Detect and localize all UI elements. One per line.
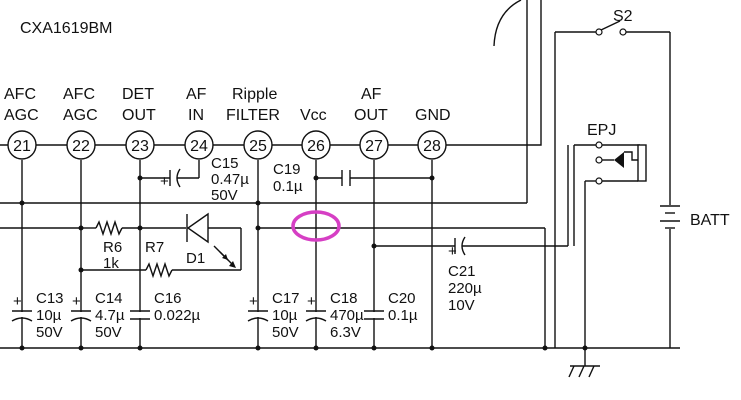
c21-voltage: 10V bbox=[448, 297, 475, 314]
pin-27-label-2: OUT bbox=[354, 107, 388, 124]
c15-value: 0.47µ bbox=[211, 171, 249, 188]
svg-text:+: + bbox=[249, 293, 258, 310]
pin-23-label-1: DET bbox=[122, 86, 154, 103]
c14-voltage: 50V bbox=[95, 324, 122, 341]
pin-24-label-2: IN bbox=[188, 107, 204, 124]
pin-28-number: 28 bbox=[423, 138, 441, 155]
svg-text:+: + bbox=[448, 243, 457, 260]
c16-name: C16 bbox=[154, 290, 182, 307]
pin-26-label-2: Vcc bbox=[300, 107, 327, 124]
ic-outline-arc bbox=[0, 0, 542, 146]
svg-text:+: + bbox=[72, 293, 81, 310]
pin-28-label-2: GND bbox=[415, 107, 451, 124]
epj-label: EPJ bbox=[587, 122, 616, 139]
ground-bus bbox=[0, 345, 680, 378]
pin-labels: AFC AGC AFC AGC DET OUT AF IN Ripple FIL… bbox=[4, 86, 451, 124]
highlight-ellipse bbox=[291, 210, 341, 242]
pin-numbers: 21 22 23 24 25 26 27 28 bbox=[13, 138, 441, 155]
c13-value: 10µ bbox=[36, 307, 62, 324]
rail-upper bbox=[0, 0, 528, 206]
c13-voltage: 50V bbox=[36, 324, 63, 341]
capacitor-c19 bbox=[313, 170, 435, 186]
capacitor-c21: + bbox=[371, 145, 569, 260]
led-arrows bbox=[213, 245, 236, 268]
c20-value: 0.1µ bbox=[388, 307, 418, 324]
d1-name: D1 bbox=[186, 250, 205, 267]
antenna-arc bbox=[493, 0, 522, 47]
diode-d1-symbol bbox=[186, 212, 209, 244]
pin-22-number: 22 bbox=[72, 138, 90, 155]
pin-21-label-1: AFC bbox=[4, 86, 36, 103]
pin-leads bbox=[21, 160, 433, 348]
c17-voltage: 50V bbox=[272, 324, 299, 341]
c15-voltage: 50V bbox=[211, 187, 238, 204]
r6-value: 1k bbox=[103, 255, 119, 272]
svg-text:+: + bbox=[307, 293, 316, 310]
pin-circles bbox=[7, 130, 447, 160]
svg-text:+: + bbox=[13, 293, 22, 310]
pin-24-label-1: AF bbox=[186, 86, 207, 103]
batt-label: BATT bbox=[690, 212, 730, 229]
c17-name: C17 bbox=[272, 290, 300, 307]
pin-27-label-1: AF bbox=[361, 86, 382, 103]
s2-label: S2 bbox=[613, 8, 633, 25]
pin-21-label-2: AGC bbox=[4, 107, 39, 124]
c19-name: C19 bbox=[273, 161, 301, 178]
pin-27-number: 27 bbox=[365, 138, 383, 155]
switch-s2 bbox=[554, 20, 671, 348]
r7-name: R7 bbox=[145, 239, 164, 256]
pin-25-label-2: FILTER bbox=[226, 107, 280, 124]
svg-text:+: + bbox=[160, 173, 169, 190]
c18-name: C18 bbox=[330, 290, 358, 307]
c18-voltage: 6.3V bbox=[330, 324, 361, 341]
bottom-capacitors: + + + + bbox=[11, 293, 384, 322]
c14-value: 4.7µ bbox=[95, 307, 125, 324]
r6-name: R6 bbox=[103, 239, 122, 256]
c17-value: 10µ bbox=[272, 307, 298, 324]
pin-25-number: 25 bbox=[249, 138, 267, 155]
jack-epj bbox=[573, 141, 647, 348]
pin-23-label-2: OUT bbox=[122, 107, 156, 124]
pin-22-label-1: AFC bbox=[63, 86, 95, 103]
c20-name: C20 bbox=[388, 290, 416, 307]
resistor-r7 bbox=[78, 261, 241, 279]
c13-name: C13 bbox=[36, 290, 64, 307]
rail-middle bbox=[0, 212, 546, 348]
c21-value: 220µ bbox=[448, 280, 482, 297]
pin-23-number: 23 bbox=[131, 138, 149, 155]
c14-name: C14 bbox=[95, 290, 123, 307]
pin-25-label-1: Ripple bbox=[232, 86, 277, 103]
c19-value: 0.1µ bbox=[273, 178, 303, 195]
chip-title: CXA1619BM bbox=[20, 20, 113, 37]
pin-26-number: 26 bbox=[307, 138, 325, 155]
c21-name: C21 bbox=[448, 263, 476, 280]
capacitor-c15: + bbox=[137, 168, 199, 190]
cap-gaps bbox=[18, 312, 378, 318]
c15-name: C15 bbox=[211, 155, 239, 172]
battery-batt bbox=[660, 205, 680, 348]
pin-22-label-2: AGC bbox=[63, 107, 98, 124]
c18-value: 470µ bbox=[330, 307, 364, 324]
pin-21-number: 21 bbox=[13, 138, 31, 155]
c16-value: 0.022µ bbox=[154, 307, 201, 324]
pin-24-number: 24 bbox=[190, 138, 208, 155]
